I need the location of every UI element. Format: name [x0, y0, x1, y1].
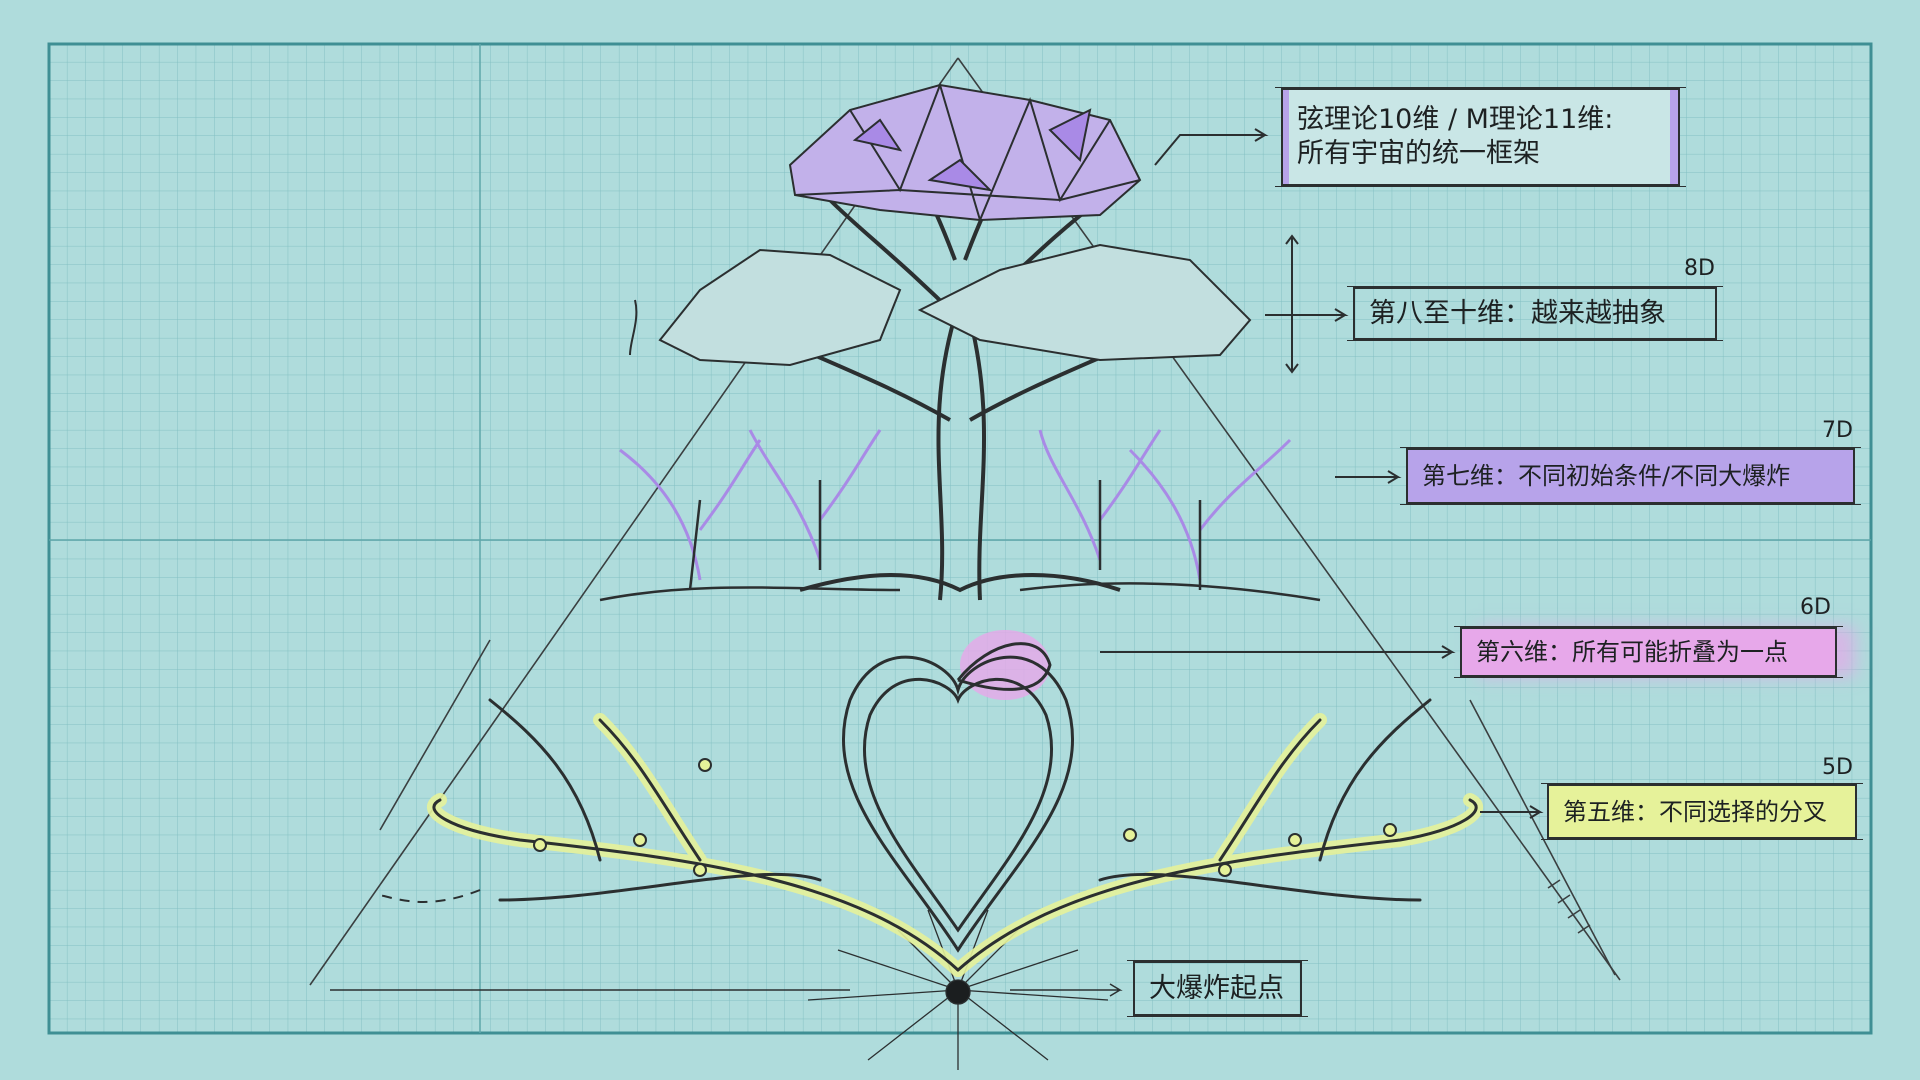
choice-branches: [427, 698, 1484, 977]
abstract-canopy: [658, 243, 1252, 367]
label-line-1: 弦理论10维 / M理论11维:: [1297, 104, 1614, 136]
label-8d-10d: 第八至十维：越来越抽象: [1347, 286, 1723, 341]
label-text: 第七维：不同初始条件/不同大爆炸: [1422, 462, 1791, 490]
label-5d: 第五维：不同选择的分叉: [1541, 783, 1863, 840]
label-text: 第五维：不同选择的分叉: [1563, 797, 1827, 826]
label-text: 大爆炸起点: [1149, 972, 1284, 1004]
label-7d: 第七维：不同初始条件/不同大爆炸: [1400, 447, 1861, 505]
dimension-triangle: [309, 57, 1621, 986]
dimension-tag-8d: 8D: [1684, 256, 1715, 281]
dimension-tag-6d: 6D: [1800, 595, 1831, 620]
geometric-crown: [788, 81, 1142, 223]
label-big-bang: 大爆炸起点: [1127, 960, 1308, 1017]
dimension-tag-7d: 7D: [1822, 418, 1853, 443]
folded-heart-loop: [842, 630, 1074, 953]
label-text: 第六维：所有可能折叠为一点: [1476, 638, 1788, 666]
label-string-m-theory: 弦理论10维 / M理论11维: 所有宇宙的统一框架: [1275, 87, 1686, 187]
label-text: 第八至十维：越来越抽象: [1369, 297, 1666, 329]
parallel-universe-trees: [599, 429, 1321, 602]
label-line-2: 所有宇宙的统一框架: [1297, 138, 1540, 169]
dimension-tag-5d: 5D: [1822, 755, 1853, 780]
label-6d: 第六维：所有可能折叠为一点: [1454, 626, 1843, 678]
connector-arrows: [379, 128, 1544, 903]
